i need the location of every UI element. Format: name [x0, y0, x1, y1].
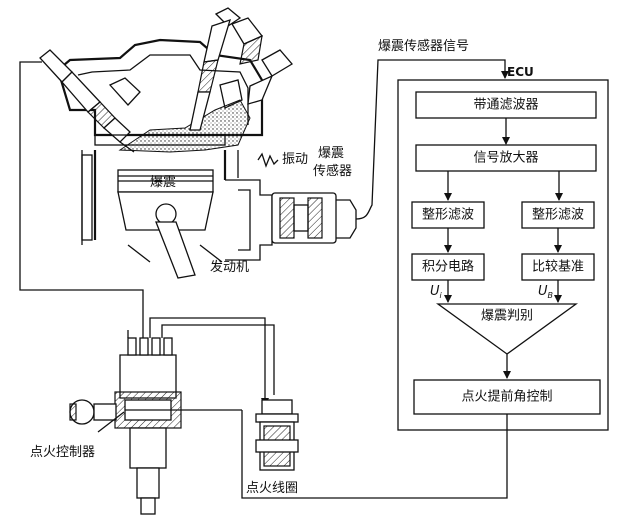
knock-label: 爆震 — [150, 175, 176, 190]
bandpass-filter-block — [415, 91, 597, 119]
shaping-filter-right-label: 整形滤波 — [532, 208, 584, 223]
ignition-coil-label: 点火线圈 — [246, 481, 298, 496]
ecu-unit: 带通滤波器 信号放大器 整形滤波 整形滤波 积分电路 比较基准 Ui UB 爆震… — [397, 79, 609, 431]
spark-plug-wire — [19, 61, 144, 345]
knock-sensor-label-line2: 传感器 — [313, 163, 352, 179]
vibration-label: 振动 — [282, 152, 308, 167]
signal-amplifier-block — [415, 144, 597, 172]
ignition-coil-icon — [255, 399, 299, 471]
sensor-signal-label: 爆震传感器信号 — [378, 38, 469, 54]
ignition-advance-block — [413, 379, 601, 415]
knock-judgment-triangle — [435, 303, 579, 355]
comparison-ref-label: 比较基准 — [532, 260, 584, 275]
bandpass-filter-label: 带通滤波器 — [473, 98, 538, 113]
engine-illustration: 爆震 发动机 — [39, 7, 293, 279]
ecu-output-wire — [241, 410, 508, 499]
piston-icon — [117, 169, 223, 279]
integrator-label: 积分电路 — [422, 259, 474, 275]
integrator-block — [411, 253, 485, 281]
comparison-ref-block — [521, 253, 595, 281]
knock-sensor-label-line1: 爆震 — [318, 146, 344, 161]
fuel-injector-icon — [189, 7, 293, 131]
engine-label: 发动机 — [210, 259, 249, 275]
shaping-filter-left-block — [411, 201, 485, 229]
ignition-advance-label: 点火提前角控制 — [461, 389, 552, 405]
spark-plug-icon — [39, 49, 135, 153]
shaping-filter-right-block — [521, 201, 595, 229]
ub-symbol: UB — [538, 284, 553, 300]
ui-symbol: Ui — [430, 284, 443, 300]
ignition-controller-label: 点火控制器 — [30, 445, 95, 460]
ecu-label: ECU — [507, 65, 534, 79]
signal-amplifier-label: 信号放大器 — [473, 151, 538, 166]
knock-judgment-label: 爆震判别 — [481, 309, 533, 324]
sensor-signal-wire — [355, 59, 509, 220]
ignition-controller-icon — [69, 337, 182, 515]
shaping-filter-left-label: 整形滤波 — [422, 208, 474, 223]
